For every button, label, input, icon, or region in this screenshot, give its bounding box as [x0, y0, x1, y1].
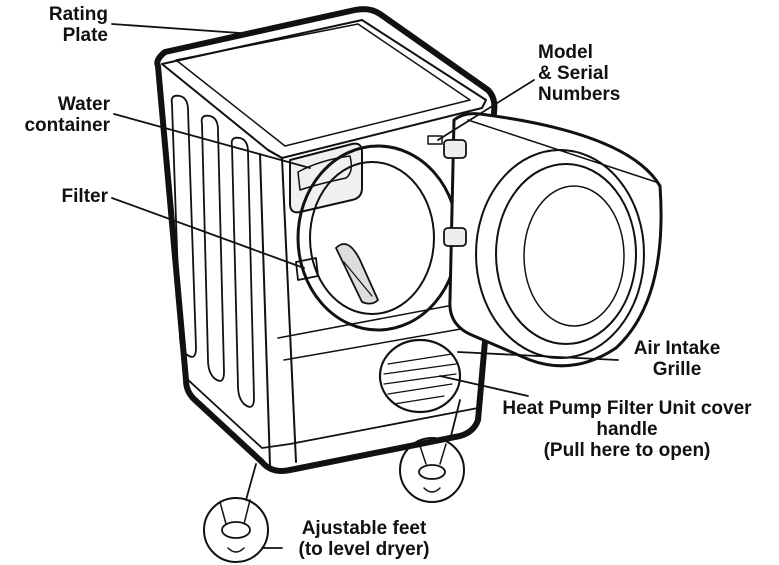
- leader-foot-right: [449, 399, 461, 441]
- label-line: Air Intake: [633, 338, 721, 359]
- side-stripe: [230, 136, 255, 408]
- label-line: handle: [596, 419, 658, 440]
- label-line: Water: [57, 94, 110, 115]
- label-line: Heat Pump Filter Unit cover: [502, 398, 752, 419]
- leader-water-container: [113, 113, 311, 169]
- label-line: Numbers: [538, 84, 621, 105]
- leader-foot-left: [245, 463, 257, 501]
- side-stripe: [200, 114, 225, 382]
- label-line: Filter: [61, 186, 108, 207]
- air-intake-grille: [378, 338, 462, 414]
- label-line: Grille: [652, 359, 702, 380]
- foot-detail-left: [203, 497, 269, 563]
- label-line: Rating: [48, 4, 108, 25]
- label-feet: Ajustable feet (to level dryer): [284, 518, 444, 560]
- dryer-cabinet: [154, 6, 498, 474]
- side-stripe: [170, 94, 197, 358]
- label-air-intake: Air Intake Grille: [612, 338, 742, 380]
- label-line: (Pull here to open): [543, 440, 711, 461]
- filter-element: [295, 257, 319, 281]
- foot-detail-right: [399, 437, 465, 503]
- leader-filter: [111, 197, 305, 269]
- label-line: (to level dryer): [298, 539, 430, 560]
- leader-heat-pump: [439, 375, 529, 397]
- label-filter: Filter: [8, 186, 108, 207]
- label-line: Model: [538, 42, 593, 63]
- model-serial-plate: [427, 135, 443, 145]
- label-rating-plate: Rating Plate: [18, 4, 108, 46]
- label-line: Plate: [62, 25, 108, 46]
- leader-rating-plate: [111, 23, 255, 35]
- leader-air-intake: [457, 351, 619, 361]
- label-heat-pump: Heat Pump Filter Unit cover handle (Pull…: [478, 398, 776, 461]
- leader-model-serial: [437, 79, 535, 141]
- label-line: Ajustable feet: [301, 518, 427, 539]
- label-line: & Serial: [538, 63, 609, 84]
- label-water-container: Water container: [8, 94, 110, 136]
- label-line: container: [24, 115, 110, 136]
- label-model-serial: Model & Serial Numbers: [538, 42, 620, 105]
- open-door: [448, 112, 663, 368]
